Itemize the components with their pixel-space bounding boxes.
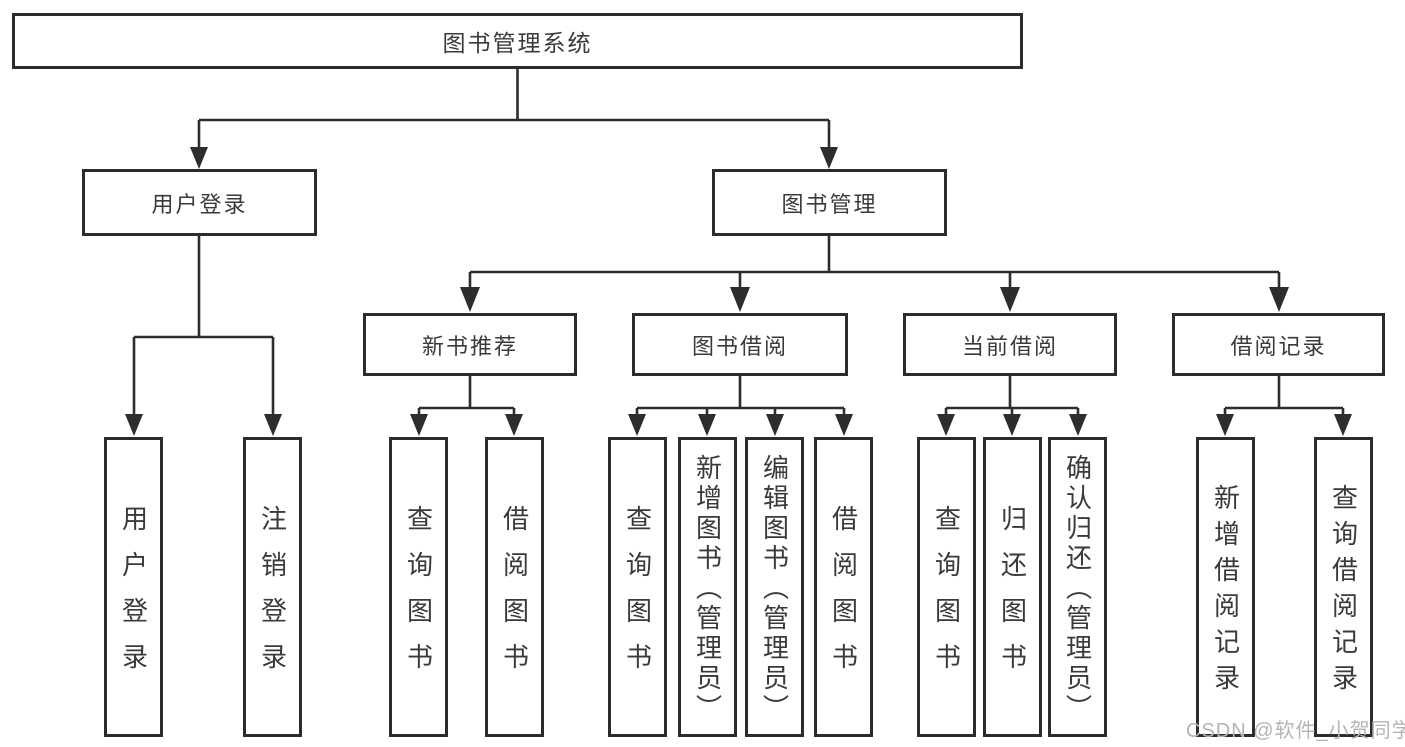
node-user-login-label: 用户登录 [151, 191, 248, 217]
leaf-search-book-recommend: 查询图书 [389, 437, 448, 737]
connector-current-borrowing-children [937, 376, 1087, 436]
node-current-borrowing: 当前借阅 [903, 313, 1117, 376]
leaf-search-book-borrowing: 查询图书 [608, 437, 667, 737]
leaf-search-borrow-record-label: 查询借阅记录 [1328, 484, 1359, 700]
leaf-add-book-admin: 新增图书（管理员） [678, 437, 737, 737]
connector-new-book-recommend-children [410, 376, 523, 436]
node-book-borrowing: 图书借阅 [632, 313, 848, 376]
leaf-confirm-return-admin-label: 确认归还（管理员） [1062, 454, 1093, 724]
connector-root-to-level2 [190, 69, 838, 169]
leaf-search-book-borrowing-label: 查询图书 [622, 505, 653, 689]
leaf-borrow-book-label: 借阅图书 [828, 505, 859, 689]
leaf-user-login: 用户登录 [104, 437, 163, 737]
leaf-return-book-label: 归还图书 [997, 505, 1028, 689]
connector-book-borrowing-children [628, 376, 853, 436]
leaf-borrow-book-recommend: 借阅图书 [485, 437, 544, 737]
node-borrow-records: 借阅记录 [1172, 313, 1385, 376]
leaf-confirm-return-admin: 确认归还（管理员） [1048, 437, 1107, 737]
leaf-user-login-label: 用户登录 [118, 505, 149, 689]
node-book-borrowing-label: 图书借阅 [691, 333, 788, 359]
leaf-edit-book-admin-label: 编辑图书（管理员） [759, 454, 790, 724]
leaf-logout-label: 注销登录 [257, 505, 288, 689]
leaf-borrow-book: 借阅图书 [814, 437, 873, 737]
node-book-management-label: 图书管理 [781, 191, 878, 217]
leaf-edit-book-admin: 编辑图书（管理员） [745, 437, 804, 737]
leaf-search-book-current: 查询图书 [917, 437, 976, 737]
leaf-logout: 注销登录 [243, 437, 302, 737]
connector-user-login-children [125, 235, 282, 436]
connector-book-management-children [460, 235, 1289, 312]
node-new-book-recommend: 新书推荐 [363, 313, 577, 376]
leaf-add-borrow-record-label: 新增借阅记录 [1210, 484, 1241, 700]
leaf-add-borrow-record: 新增借阅记录 [1196, 437, 1255, 737]
leaf-search-book-current-label: 查询图书 [931, 505, 962, 689]
csdn-watermark: CSDN @软件_小贺同学 [1186, 720, 1405, 742]
node-current-borrowing-label: 当前借阅 [961, 333, 1058, 359]
leaf-return-book: 归还图书 [983, 437, 1042, 737]
node-root-label: 图书管理系统 [442, 30, 593, 56]
connector-borrow-records-children [1216, 376, 1352, 436]
node-new-book-recommend-label: 新书推荐 [421, 333, 518, 359]
node-book-management: 图书管理 [712, 169, 947, 236]
node-root: 图书管理系统 [12, 13, 1023, 69]
leaf-search-borrow-record: 查询借阅记录 [1314, 437, 1373, 737]
node-user-login: 用户登录 [82, 169, 317, 236]
leaf-add-book-admin-label: 新增图书（管理员） [692, 454, 723, 724]
leaf-borrow-book-recommend-label: 借阅图书 [499, 505, 530, 689]
node-borrow-records-label: 借阅记录 [1230, 333, 1327, 359]
leaf-search-book-recommend-label: 查询图书 [403, 505, 434, 689]
